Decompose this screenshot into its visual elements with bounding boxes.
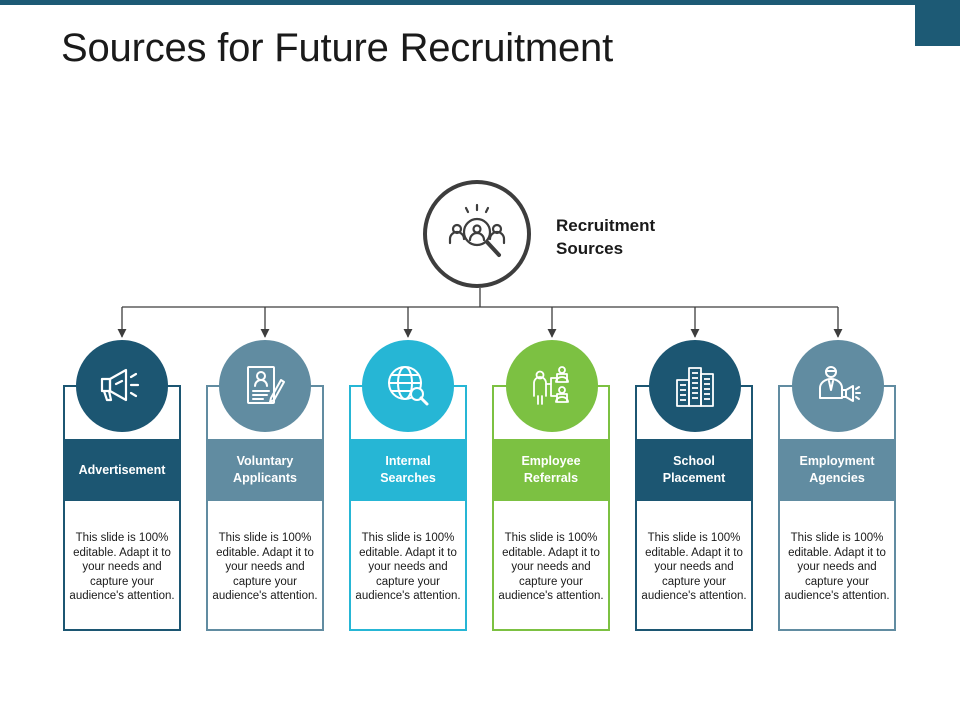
card-title-line1: Advertisement	[78, 462, 166, 477]
card-header: Advertisement	[63, 439, 181, 501]
top-accent-bar	[0, 0, 960, 5]
megaphone-icon	[100, 368, 140, 402]
card-title-line2: Agencies	[809, 471, 865, 485]
application-form-icon	[247, 366, 285, 404]
card-title-line2: Applicants	[233, 471, 297, 485]
card-title-line1: Voluntary	[236, 454, 294, 468]
card-description: This slide is 100% editable. Adapt it to…	[69, 532, 175, 602]
corner-accent-block	[915, 0, 960, 46]
card-description: This slide is 100% editable. Adapt it to…	[212, 532, 318, 602]
referral-network-icon	[533, 366, 569, 405]
card-description: This slide is 100% editable. Adapt it to…	[498, 532, 604, 602]
recruitment-search-icon	[448, 203, 506, 257]
card-description: This slide is 100% editable. Adapt it to…	[784, 532, 890, 602]
card-title-line1: Employment	[799, 454, 875, 468]
card-title-line1: Employee	[521, 454, 581, 468]
agent-megaphone-icon	[819, 366, 861, 402]
hub-circle	[423, 180, 531, 288]
hub-label-line2: Sources	[556, 239, 624, 258]
hub-label: Recruitment Sources	[556, 214, 655, 260]
icon-circle	[362, 340, 454, 432]
card-title-line2: Referrals	[523, 471, 579, 485]
card-title-line2: Placement	[662, 471, 726, 485]
card-title-line1: Internal	[385, 454, 431, 468]
source-card-advertisement: Advertisement This slide is 100% editabl…	[63, 385, 181, 631]
globe-search-icon	[388, 366, 429, 406]
school-building-icon	[676, 367, 714, 407]
card-description: This slide is 100% editable. Adapt it to…	[641, 532, 747, 602]
card-description: This slide is 100% editable. Adapt it to…	[355, 532, 461, 602]
icon-circle	[219, 340, 311, 432]
icon-circle	[506, 340, 598, 432]
page-title: Sources for Future Recruitment	[61, 26, 613, 70]
card-title-line1: School	[673, 454, 715, 468]
card-title-line2: Searches	[380, 471, 436, 485]
hub-label-line1: Recruitment	[556, 216, 656, 235]
icon-circle	[649, 340, 741, 432]
icon-circle	[792, 340, 884, 432]
icon-circle	[76, 340, 168, 432]
